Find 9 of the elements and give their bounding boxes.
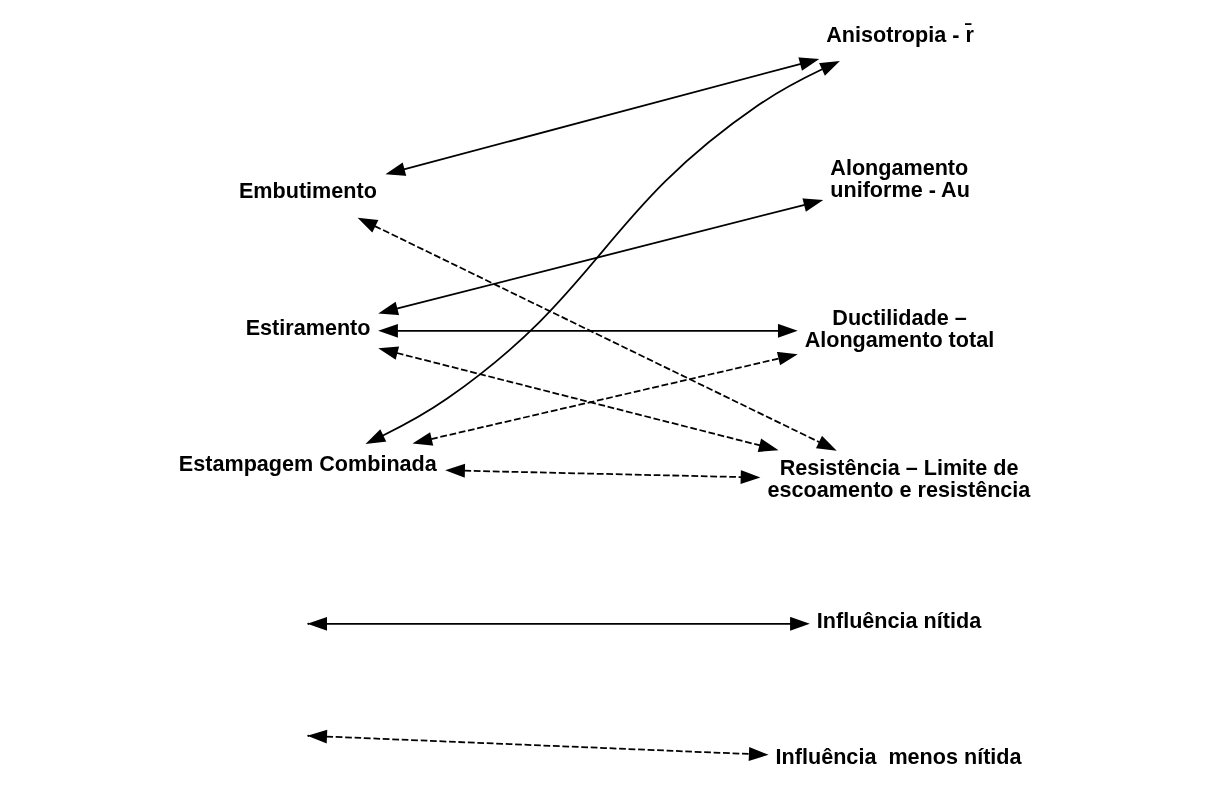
legend-label: Influência menos nítida: [775, 743, 1022, 769]
node-text: Resistência – Limite de escoamento e resistência: [767, 455, 1031, 502]
node-text: Estampagem Combinada: [178, 450, 437, 476]
node-text: Embutimento: [238, 178, 377, 204]
legend-label: Influência nítida: [816, 607, 982, 633]
node-text: Estiramento: [245, 314, 371, 340]
node-text: Anisotropia - r̄: [826, 21, 974, 47]
node-text: Alongamento uniforme - Au: [830, 155, 970, 202]
node-text: Ductilidade – Alongamento total: [804, 305, 995, 352]
